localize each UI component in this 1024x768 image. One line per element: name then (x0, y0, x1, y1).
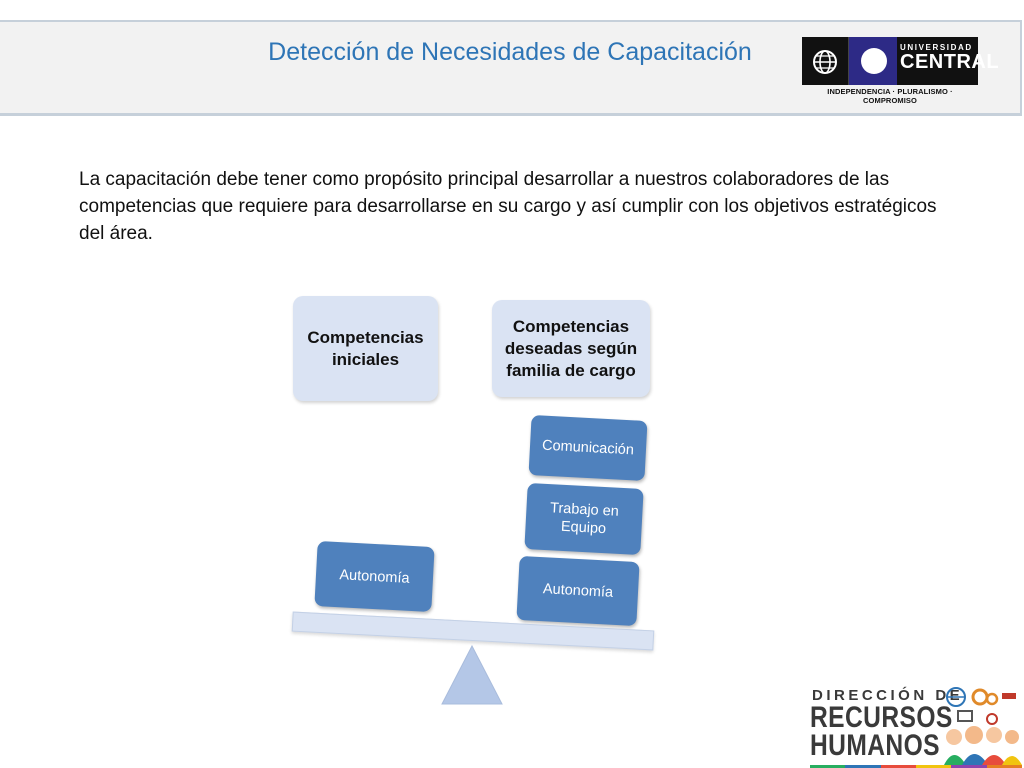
color-bar (810, 765, 1022, 768)
left-item-box: Autonomía (314, 540, 435, 613)
universidad-central-logo: UNIVERSIDAD CENTRAL (802, 37, 1000, 85)
right-item-label: Autonomía (542, 581, 614, 601)
right-item-box: Comunicación (528, 415, 648, 481)
globe-icon (813, 50, 837, 74)
right-header-label: Competencias deseadas según familia de c… (504, 316, 638, 380)
left-header-label: Competencias iniciales (307, 327, 424, 369)
left-header-box: Competencias iniciales (293, 296, 438, 401)
right-header-box: Competencias deseadas según familia de c… (492, 300, 650, 397)
logo-central-text: CENTRAL (900, 51, 1000, 73)
balance-fulcrum (441, 644, 503, 705)
circle-mark-icon (861, 48, 887, 74)
slide-title: Detección de Necesidades de Capacitación (268, 38, 752, 66)
right-item-label: Comunicación (541, 437, 635, 459)
recursos-humanos-logo: DIRECCIÓN DE RECURSOS HUMANOS (810, 685, 1022, 768)
right-item-box: Trabajo en Equipo (524, 483, 644, 555)
rrhh-line3: HUMANOS (810, 729, 940, 762)
right-item-label: Trabajo en Equipo (549, 500, 620, 538)
right-item-box: Autonomía (516, 555, 640, 627)
logo-motto: INDEPENDENCIA · PLURALISMO · COMPROMISO (827, 87, 953, 105)
intro-paragraph: La capacitación debe tener como propósit… (79, 169, 937, 244)
rrhh-line1: DIRECCIÓN DE (812, 687, 964, 704)
people-gears-icon (944, 687, 1022, 765)
logo-universidad-text: UNIVERSIDAD (900, 43, 973, 52)
left-item-label: Autonomía (339, 566, 410, 587)
rrhh-line2: RECURSOS (810, 701, 953, 734)
